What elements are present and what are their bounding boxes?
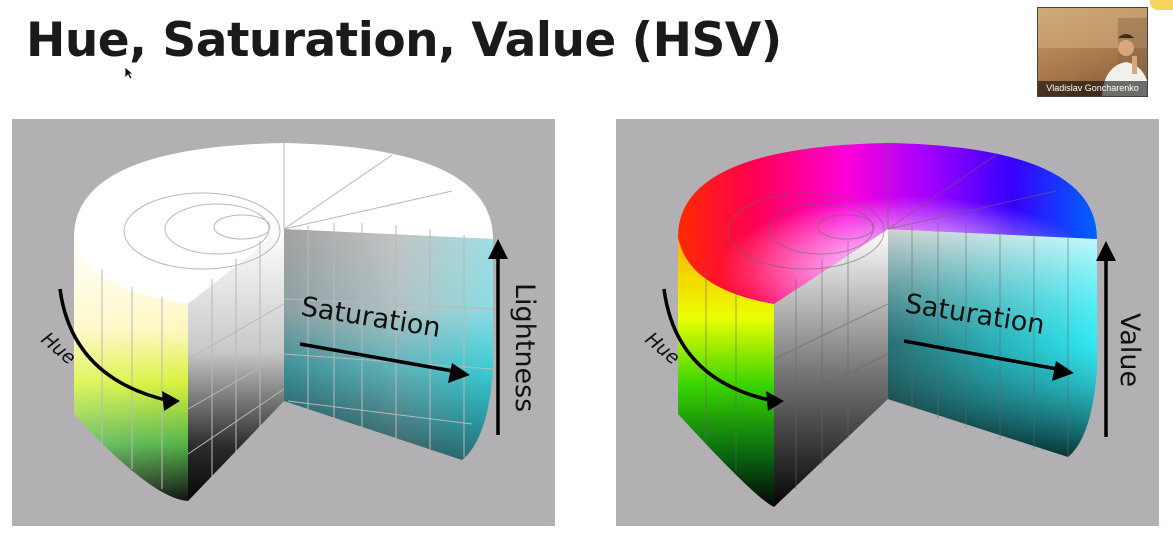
hsv-cylinder-figure: Hue Saturation Value <box>616 119 1159 526</box>
lightness-label: Lightness <box>509 283 540 412</box>
hsl-cylinder-figure: Hue Saturation Lightness <box>12 119 555 526</box>
mouse-pointer-icon <box>124 66 134 80</box>
hue-arrow <box>662 288 775 403</box>
participant-name: Vladislav Goncharenko <box>1038 81 1147 96</box>
value-label: Value <box>1114 313 1145 387</box>
webcam-video-tile[interactable]: Vladislav Goncharenko <box>1037 7 1148 97</box>
person-silhouette-icon <box>1038 8 1147 96</box>
meeting-badge <box>1150 0 1173 10</box>
slide-title: Hue, Saturation, Value (HSV) <box>26 13 782 68</box>
hue-arrow <box>58 288 171 403</box>
